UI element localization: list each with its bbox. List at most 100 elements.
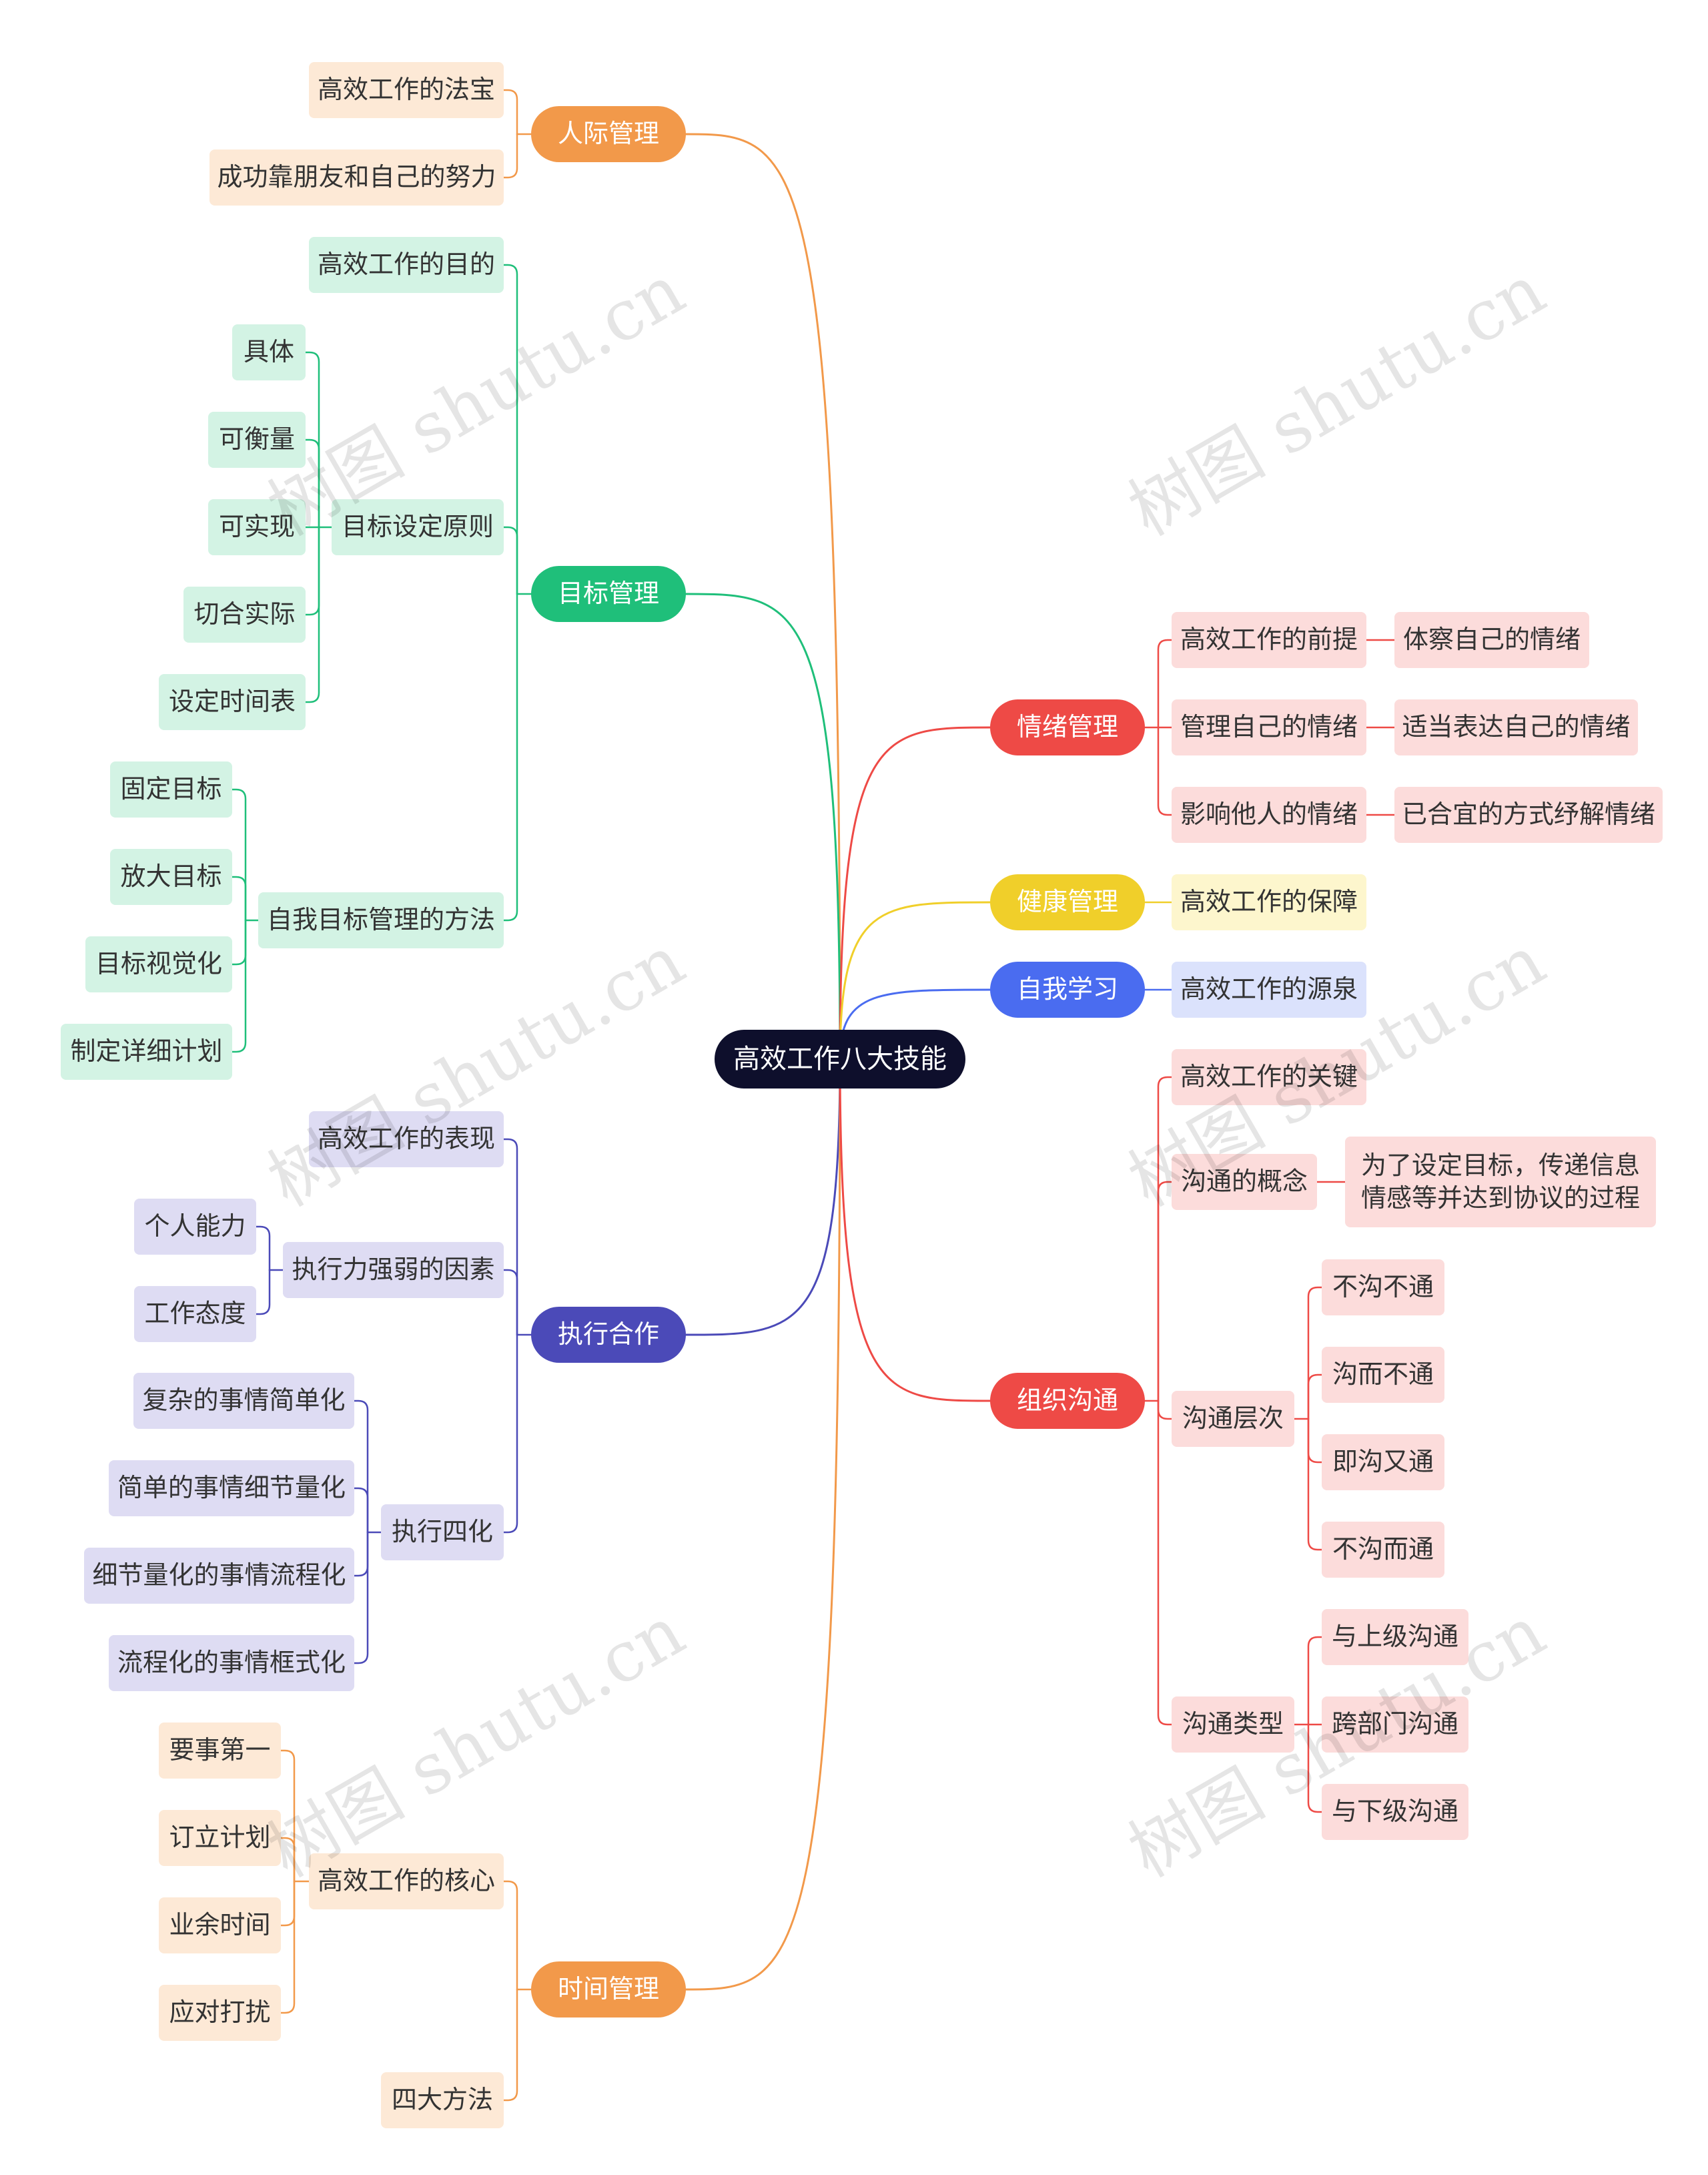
connector-line: [1157, 1400, 1173, 1420]
connector-line: [231, 788, 247, 922]
connector-line: [353, 1531, 369, 1577]
principle-specific[interactable]: 具体: [232, 324, 306, 380]
four-simplify[interactable]: 复杂的事情简单化: [133, 1373, 354, 1429]
emotion-item-influence[interactable]: 影响他人的情绪: [1172, 787, 1366, 843]
connector-line: [685, 133, 841, 1060]
core-plan[interactable]: 订立计划: [159, 1810, 281, 1866]
branch-health[interactable]: 健康管理: [990, 874, 1145, 930]
connector-line: [839, 1058, 991, 1402]
connector-line: [280, 1837, 296, 1883]
execution-item-performance[interactable]: 高效工作的表现: [309, 1111, 504, 1167]
method-enlarge-goal[interactable]: 放大目标: [110, 849, 232, 905]
type-upward[interactable]: 与上级沟通: [1322, 1609, 1468, 1665]
comm-item-types[interactable]: 沟通类型: [1172, 1696, 1294, 1753]
connector-line: [304, 526, 320, 703]
connector-line: [502, 1333, 518, 1534]
emotion-relieve[interactable]: 已合宜的方式纾解情绪: [1394, 787, 1663, 843]
execution-item-four[interactable]: 执行四化: [381, 1504, 504, 1560]
interpersonal-item-2[interactable]: 成功靠朋友和自己的努力: [209, 149, 504, 206]
four-process[interactable]: 细节量化的事情流程化: [84, 1548, 354, 1604]
connector-line: [502, 1269, 518, 1336]
connector-line: [280, 1749, 296, 1883]
factor-ability[interactable]: 个人能力: [134, 1199, 256, 1255]
emotion-observe[interactable]: 体察自己的情绪: [1394, 612, 1589, 668]
connector-line: [231, 876, 247, 922]
connector-line: [304, 526, 320, 616]
emotion-item-manage[interactable]: 管理自己的情绪: [1172, 699, 1366, 755]
connector-line: [1307, 1723, 1323, 1813]
connector-line: [304, 438, 320, 529]
connector-line: [1157, 1076, 1173, 1402]
core-interruptions[interactable]: 应对打扰: [159, 1985, 281, 2041]
connector-line: [255, 1269, 271, 1315]
connector-line: [353, 1487, 369, 1534]
connector-line: [502, 133, 518, 179]
time-item-four-methods[interactable]: 四大方法: [381, 2072, 504, 2128]
branch-time[interactable]: 时间管理: [531, 1961, 686, 2017]
connector-line: [502, 1138, 518, 1336]
method-detailed-plan[interactable]: 制定详细计划: [61, 1024, 232, 1080]
interpersonal-item-1[interactable]: 高效工作的法宝: [309, 62, 504, 118]
connector-line: [280, 1880, 296, 2014]
type-cross-dept[interactable]: 跨部门沟通: [1322, 1696, 1468, 1753]
principle-realistic[interactable]: 切合实际: [183, 587, 306, 643]
learning-item-source[interactable]: 高效工作的源泉: [1172, 962, 1366, 1018]
level-yes-yes[interactable]: 即沟又通: [1322, 1434, 1444, 1490]
connector-line: [1307, 1373, 1323, 1420]
connector-line: [1157, 1400, 1173, 1726]
core-spare-time[interactable]: 业余时间: [159, 1897, 281, 1953]
method-visualize-goal[interactable]: 目标视觉化: [85, 936, 232, 992]
time-item-core[interactable]: 高效工作的核心: [309, 1853, 504, 1909]
branch-interpersonal[interactable]: 人际管理: [531, 106, 686, 162]
core-priority[interactable]: 要事第一: [159, 1723, 281, 1779]
connector-line: [839, 726, 991, 1060]
execution-item-factors[interactable]: 执行力强弱的因素: [283, 1242, 504, 1298]
branch-learning[interactable]: 自我学习: [990, 962, 1145, 1018]
connector-line: [502, 526, 518, 595]
connector-line: [502, 1988, 518, 2102]
connector-line: [1307, 1636, 1323, 1726]
connector-line: [231, 919, 247, 966]
goal-item-methods[interactable]: 自我目标管理的方法: [258, 892, 504, 948]
principle-timeline[interactable]: 设定时间表: [159, 674, 306, 730]
health-item-guarantee[interactable]: 高效工作的保障: [1172, 874, 1366, 930]
emotion-item-premise[interactable]: 高效工作的前提: [1172, 612, 1366, 668]
connector-line: [502, 1880, 518, 1991]
level-no-no[interactable]: 不沟不通: [1322, 1259, 1444, 1315]
connector-line: [839, 901, 991, 1060]
connector-line: [1157, 639, 1173, 729]
emotion-express[interactable]: 适当表达自己的情绪: [1394, 699, 1638, 755]
comm-item-levels[interactable]: 沟通层次: [1172, 1391, 1294, 1447]
branch-goal[interactable]: 目标管理: [531, 566, 686, 622]
factor-attitude[interactable]: 工作态度: [134, 1286, 256, 1342]
branch-execution[interactable]: 执行合作: [531, 1307, 686, 1363]
four-quantify[interactable]: 简单的事情细节量化: [109, 1460, 354, 1516]
connector-line: [231, 919, 247, 1053]
connector-line: [255, 1225, 271, 1271]
branch-emotion[interactable]: 情绪管理: [990, 699, 1145, 755]
connector-line: [304, 351, 320, 529]
principle-measurable[interactable]: 可衡量: [208, 412, 306, 468]
connector-line: [502, 593, 518, 922]
connector-line: [353, 1531, 369, 1664]
type-downward[interactable]: 与下级沟通: [1322, 1784, 1468, 1840]
connector-line: [685, 593, 841, 1060]
comm-concept-definition[interactable]: 为了设定目标，传递信息情感等并达到协议的过程: [1345, 1137, 1656, 1227]
method-fixed-goal[interactable]: 固定目标: [110, 761, 232, 818]
goal-item-principles[interactable]: 目标设定原则: [332, 499, 504, 555]
principle-achievable[interactable]: 可实现: [208, 499, 306, 555]
four-frame[interactable]: 流程化的事情框式化: [109, 1635, 354, 1691]
comm-item-concept[interactable]: 沟通的概念: [1172, 1154, 1317, 1210]
root-node[interactable]: 高效工作八大技能: [715, 1030, 965, 1089]
level-yes-no[interactable]: 沟而不通: [1322, 1347, 1444, 1403]
connector-line: [1307, 1286, 1323, 1420]
connector-line: [1157, 726, 1173, 816]
connector-line: [353, 1400, 369, 1534]
connector-line: [685, 1058, 841, 1336]
level-no-yes[interactable]: 不沟而通: [1322, 1522, 1444, 1578]
goal-item-purpose[interactable]: 高效工作的目的: [309, 237, 504, 293]
comm-item-key[interactable]: 高效工作的关键: [1172, 1049, 1366, 1105]
connector-line: [685, 1058, 841, 1991]
branch-communication[interactable]: 组织沟通: [990, 1373, 1145, 1429]
